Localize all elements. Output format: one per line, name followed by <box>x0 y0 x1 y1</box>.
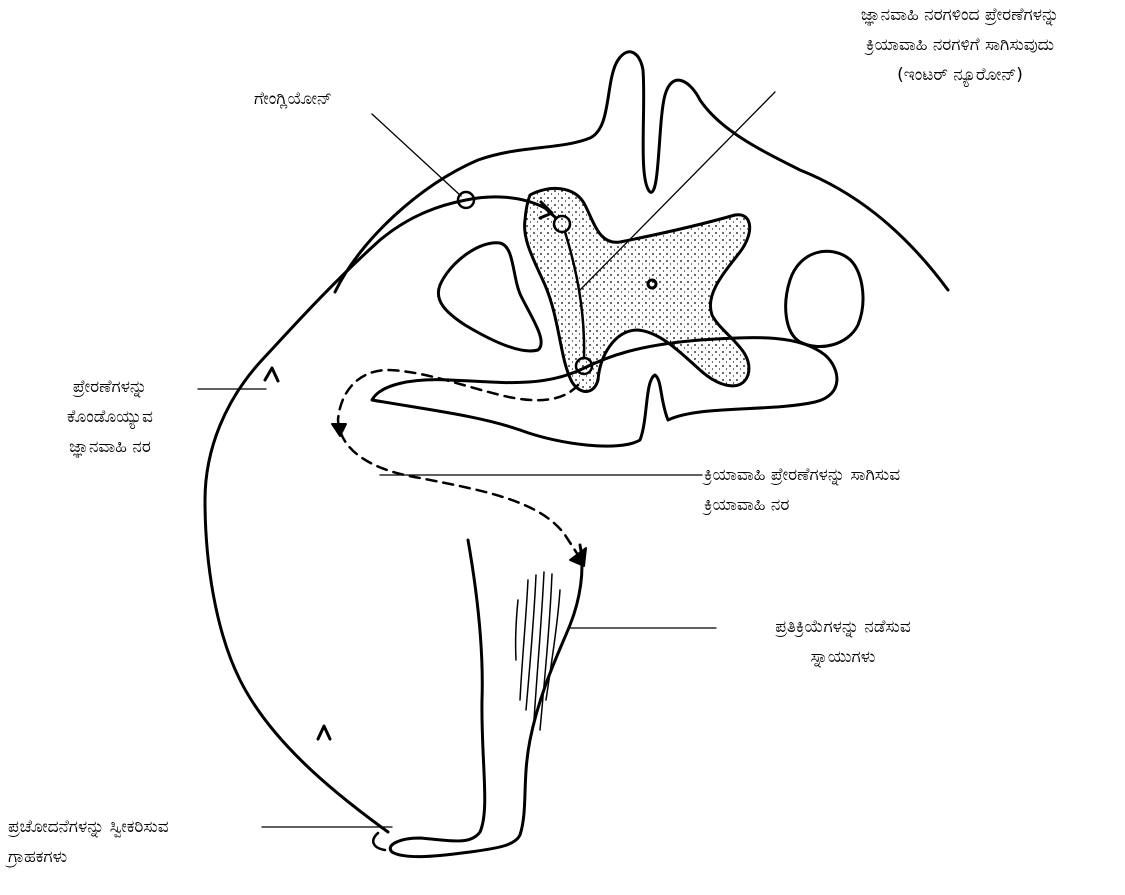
label-sensory-nerve-line3: ಜ್ಞಾನವಾಹಿ ನರ <box>30 432 190 462</box>
label-muscles: ಪ್ರತಿಕ್ರಿಯೆಗಳನ್ನು ನಡೆಸುವ ಸ್ನಾಯುಗಳು <box>718 612 968 672</box>
sensory-arrow-up-upper <box>265 368 278 381</box>
label-muscles-line1: ಪ್ರತಿಕ್ರಿಯೆಗಳನ್ನು ನಡೆಸುವ <box>718 612 968 642</box>
label-interneuron-line1: ಜ್ಞಾನವಾಹಿ ನರಗಳಿಂದ ಪ್ರೇರಣೆಗಳನ್ನು <box>795 0 1125 30</box>
label-interneuron-line2: ಕ್ರಿಯಾವಾಹಿ ನರಗಳಿಗೆ ಸಾಗಿಸುವುದು <box>795 30 1125 60</box>
motor-arrow-to-muscle <box>570 548 586 566</box>
label-receptors-line1: ಪ್ರಚೋದನೆಗಳನ್ನು ಸ್ವೀಕರಿಸುವ <box>8 812 169 842</box>
label-muscles-line2: ಸ್ನಾಯುಗಳು <box>718 642 968 672</box>
sensory-arrow-up-lower <box>318 726 330 739</box>
label-sensory-nerve: ಪ್ರೇರಣೆಗಳನ್ನು ಕೊಂಡೊಯ್ಯುವ ಜ್ಞಾನವಾಹಿ ನರ <box>30 372 190 462</box>
label-ganglion-text: ಗೇಂಗ್ಲಿಯೋನ್ <box>254 84 332 114</box>
motor-arrow-down <box>332 424 346 436</box>
label-ganglion: ಗೇಂಗ್ಲಿಯೋನ್ <box>254 84 332 114</box>
leader-ganglion <box>372 114 461 196</box>
label-motor-nerve-line2: ಕ್ರಿಯಾವಾಹಿ ನರ <box>704 490 900 520</box>
sensory-nerve <box>205 197 556 832</box>
label-sensory-nerve-line2: ಕೊಂಡೊಯ್ಯುವ <box>30 402 190 432</box>
white-matter-right <box>786 251 863 346</box>
grey-matter <box>525 188 750 391</box>
label-motor-nerve-line1: ಕ್ರಿಯಾವಾಹಿ ಪ್ರೇರಣೆಗಳನ್ನು ಸಾಗಿಸುವ <box>704 460 900 490</box>
label-interneuron-line3: (ಇಂಟರ್ ನ್ಯೂರೋನ್) <box>795 60 1125 90</box>
label-interneuron: ಜ್ಞಾನವಾಹಿ ನರಗಳಿಂದ ಪ್ರೇರಣೆಗಳನ್ನು ಕ್ರಿಯಾವಾ… <box>795 0 1125 90</box>
label-receptors-line2: ಗ್ರಾಹಕಗಳು <box>8 842 169 872</box>
label-motor-nerve: ಕ್ರಿಯಾವಾಹಿ ಪ್ರೇರಣೆಗಳನ್ನು ಸಾಗಿಸುವ ಕ್ರಿಯಾವ… <box>704 460 900 520</box>
leg-outline <box>390 540 582 857</box>
white-matter-left <box>438 243 541 351</box>
foot-toe <box>373 833 385 850</box>
label-receptors: ಪ್ರಚೋದನೆಗಳನ್ನು ಸ್ವೀಕರಿಸುವ ಗ್ರಾಹಕಗಳು <box>8 812 169 872</box>
label-sensory-nerve-line1: ಪ್ರೇರಣೆಗಳನ್ನು <box>30 372 190 402</box>
